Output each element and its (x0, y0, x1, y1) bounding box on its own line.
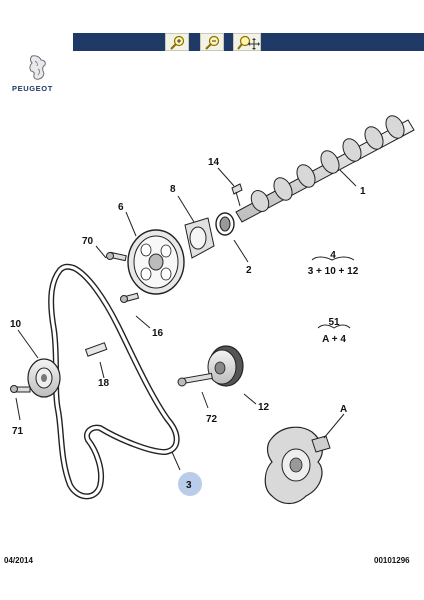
callout-a: A (340, 404, 347, 415)
callout-70: 70 (82, 236, 94, 247)
sprocket-6 (127, 229, 185, 295)
callout-72: 72 (206, 414, 218, 425)
seal-2 (215, 212, 235, 236)
callout-1: 1 (360, 186, 366, 197)
kit-51: 51 A + 4 (317, 317, 351, 345)
zoom-move-icon (237, 35, 260, 50)
callout-14: 14 (208, 157, 220, 168)
zoom-out-icon (205, 35, 220, 50)
callout-3-highlight (178, 472, 202, 496)
leader-lines (15, 167, 357, 471)
water-pump (264, 426, 331, 505)
kit-51-formula: A + 4 (322, 334, 346, 345)
callout-6: 6 (118, 202, 124, 213)
callout-71: 71 (12, 426, 24, 437)
peugeot-lion-logo (29, 55, 46, 80)
callout-8: 8 (170, 184, 176, 195)
bolt-70 (106, 251, 127, 262)
kit-4-ref: 4 (330, 250, 336, 261)
footer-date: 04/2014 (4, 556, 33, 565)
callout-12: 12 (258, 402, 270, 413)
footer-code: 00101296 (374, 556, 410, 565)
hub-8 (184, 217, 215, 259)
callout-3: 3 (186, 480, 192, 491)
stud-18 (84, 342, 108, 357)
roller-12 (207, 345, 244, 387)
callout-18: 18 (98, 378, 110, 389)
zoom-in-button[interactable] (165, 33, 189, 51)
kit-4: 4 3 + 10 + 12 (308, 250, 359, 277)
zoom-in-icon (170, 35, 185, 50)
pin-14 (231, 183, 243, 207)
kit-51-ref: 51 (328, 317, 340, 328)
bolt-72 (177, 372, 213, 387)
camshaft (235, 115, 415, 223)
callout-2: 2 (246, 265, 252, 276)
bolt-71 (10, 385, 31, 393)
bolt-16 (120, 292, 140, 303)
brand-name: PEUGEOT (12, 84, 53, 93)
logo-tab (0, 33, 73, 51)
callout-16: 16 (152, 328, 164, 339)
callout-10: 10 (10, 319, 22, 330)
zoom-move-button[interactable] (233, 33, 261, 51)
zoom-out-button[interactable] (200, 33, 224, 51)
kit-4-formula: 3 + 10 + 12 (308, 266, 359, 277)
roller-10 (27, 358, 61, 398)
timing-belt (48, 263, 180, 500)
